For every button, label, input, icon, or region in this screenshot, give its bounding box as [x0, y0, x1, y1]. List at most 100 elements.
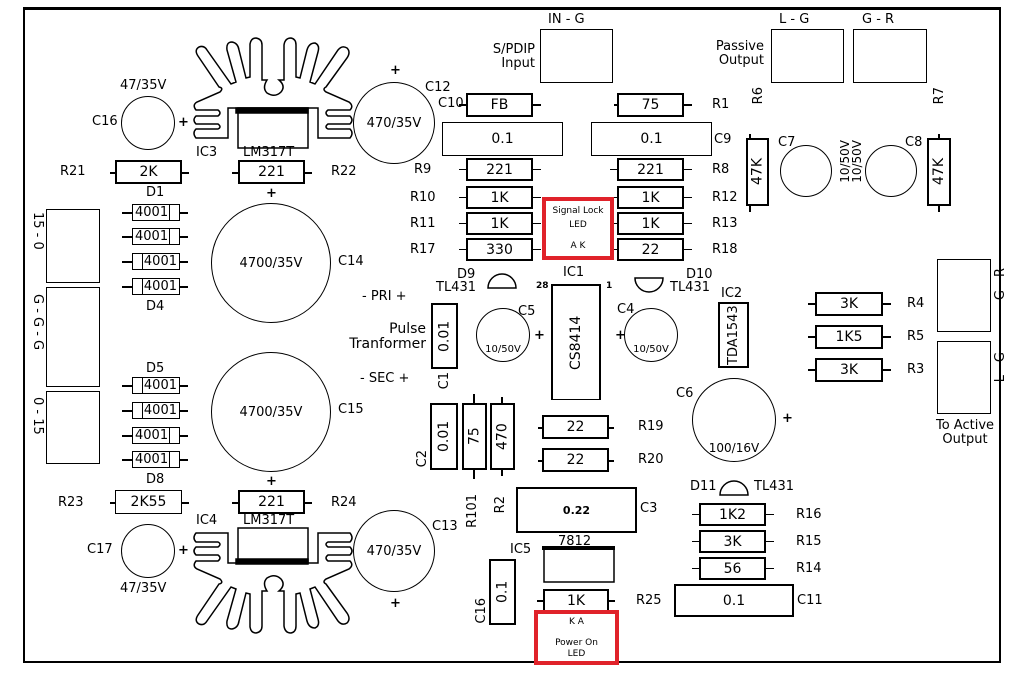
r14-resistor[interactable]: 56 [699, 557, 766, 580]
ic3-ref: IC3 [196, 145, 218, 160]
diode-cathode-band [132, 377, 143, 394]
r3-resistor[interactable]: 3K [815, 358, 883, 382]
r24-resistor[interactable]: 221 [238, 490, 305, 514]
active-output-bottom-connector[interactable] [937, 341, 991, 414]
power-connector-bottom[interactable] [46, 391, 100, 464]
power-connector-top[interactable] [46, 209, 100, 283]
c11-capacitor[interactable]: 0.1 [674, 584, 794, 617]
r3-ref: R3 [907, 362, 925, 377]
bridge-diode-6[interactable]: 4001 [132, 402, 180, 419]
r8-resistor[interactable]: 221 [617, 158, 684, 181]
r23-resistor[interactable]: 2K55 [115, 490, 182, 514]
bridge-diode-3[interactable]: 4001 [132, 253, 180, 270]
r7-ref: R7 [932, 87, 947, 105]
r2-ref: R2 [493, 496, 508, 514]
c4-capacitor[interactable]: 10/50V [624, 308, 678, 362]
r8-ref: R8 [712, 162, 730, 177]
diode-cathode-band [169, 228, 180, 245]
diode-cathode-band [132, 278, 143, 295]
board-outline [23, 7, 1001, 663]
heatsink-ic3-icon [193, 37, 353, 149]
active-top-pins: G - R [993, 268, 1008, 301]
passive-output-left-connector[interactable] [771, 29, 844, 83]
c14-capacitor[interactable]: 4700/35V [211, 203, 331, 323]
r7-resistor[interactable]: 47K [927, 138, 951, 206]
r2-resistor[interactable]: 470 [490, 403, 515, 470]
spdif-input-connector[interactable] [540, 29, 613, 83]
c17-plus: + [178, 543, 189, 558]
c12-capacitor[interactable]: 470/35V [353, 82, 435, 164]
c5-capacitor[interactable]: 10/50V [476, 308, 530, 362]
power-connector-middle[interactable] [46, 287, 100, 387]
c10-capacitor[interactable]: 0.1 [442, 122, 563, 156]
r9-ref: R9 [414, 162, 432, 177]
bridge-diode-4[interactable]: 4001 [132, 278, 180, 295]
active-output-top-connector[interactable] [937, 259, 991, 332]
bridge-diode-7[interactable]: 4001 [132, 427, 180, 444]
r21-resistor[interactable]: 2K [115, 160, 182, 184]
d1-ref: D1 [146, 185, 165, 200]
r1-resistor[interactable]: 75 [617, 93, 684, 117]
r18-resistor[interactable]: 22 [617, 238, 684, 261]
r20-resistor[interactable]: 22 [542, 448, 609, 472]
passive-output-right-connector[interactable] [853, 29, 927, 83]
diode-cathode-band [132, 402, 143, 419]
bridge-diode-8[interactable]: 4001 [132, 451, 180, 468]
c15-plus: + [266, 474, 277, 489]
fb-ferrite-bead[interactable]: FB [466, 93, 533, 117]
r22-resistor[interactable]: 221 [238, 160, 305, 184]
c14-plus: + [266, 186, 277, 201]
r101-resistor[interactable]: 75 [462, 403, 487, 470]
c14-ref: C14 [338, 254, 364, 269]
r19-resistor[interactable]: 22 [542, 415, 609, 439]
d9-part: TL431 [436, 280, 476, 295]
c6-capacitor[interactable]: 100/16V [692, 378, 776, 462]
r12-resistor[interactable]: 1K [617, 186, 684, 209]
bridge-diode-1[interactable]: 4001 [132, 204, 180, 221]
r6-resistor[interactable]: 47K [746, 138, 769, 206]
r12-ref: R12 [712, 190, 738, 205]
c3-capacitor[interactable]: 0.22 [516, 487, 637, 533]
power-bottom-pins: 0 - 15 [30, 397, 45, 435]
c16-capacitor[interactable] [121, 96, 175, 150]
ic3-part: LM317T [243, 145, 295, 160]
bridge-diode-5[interactable]: 4001 [132, 377, 180, 394]
c16-film-capacitor[interactable]: 0.1 [489, 559, 516, 625]
c9-capacitor[interactable]: 0.1 [591, 122, 712, 156]
c8-capacitor[interactable] [865, 145, 917, 197]
c15-ref: C15 [338, 402, 364, 417]
r16-resistor[interactable]: 1K2 [699, 503, 766, 526]
r11-resistor[interactable]: 1K [466, 212, 533, 235]
c7-capacitor[interactable] [780, 145, 832, 197]
r24-ref: R24 [331, 495, 357, 510]
r25-resistor[interactable]: 1K [543, 589, 609, 612]
r4-resistor[interactable]: 3K [815, 292, 883, 316]
ic1-cs8414-chip[interactable]: CS8414 [551, 284, 601, 400]
c13-capacitor[interactable]: 470/35V [353, 510, 435, 592]
c2-capacitor[interactable]: 0.01 [430, 403, 458, 470]
r10-resistor[interactable]: 1K [466, 186, 533, 209]
r9-resistor[interactable]: 221 [466, 158, 533, 181]
r15-resistor[interactable]: 3K [699, 530, 766, 553]
power-on-led-pins: K A [569, 617, 584, 627]
c1-capacitor[interactable]: 0.01 [431, 303, 458, 369]
c16-ref: C16 [92, 114, 118, 129]
passive-left-pins: L - G [779, 12, 810, 27]
r13-resistor[interactable]: 1K [617, 212, 684, 235]
c5-ref: C5 [518, 304, 536, 319]
bridge-diode-2[interactable]: 4001 [132, 228, 180, 245]
transformer-pri-label: - PRI + [362, 289, 407, 304]
ic2-tda1543-chip[interactable]: TDA1543 [718, 302, 749, 368]
c3-ref: C3 [640, 501, 658, 516]
c15-capacitor[interactable]: 4700/35V [211, 352, 331, 472]
c17-capacitor[interactable] [121, 524, 175, 578]
d4-ref: D4 [146, 299, 165, 314]
c16-value: 47/35V [120, 78, 167, 93]
r17-resistor[interactable]: 330 [466, 238, 533, 261]
r14-ref: R14 [796, 561, 822, 576]
r5-resistor[interactable]: 1K5 [815, 325, 883, 349]
